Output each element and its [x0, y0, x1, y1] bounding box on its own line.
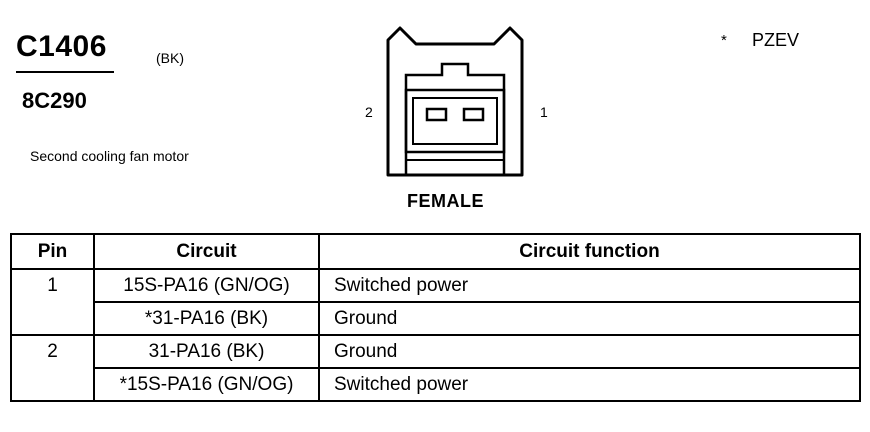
table-row: *31-PA16 (BK) Ground: [11, 301, 861, 336]
table-header-row: Pin Circuit Circuit function: [10, 233, 861, 270]
circuit-cell: *31-PA16 (BK): [93, 301, 320, 336]
circuit-cell: 15S-PA16 (GN/OG): [93, 268, 320, 303]
table-row: 2 31-PA16 (BK) Ground: [10, 334, 861, 402]
terminal-cavity-inner: [412, 97, 498, 145]
header-circuit-function: Circuit function: [318, 233, 861, 270]
connector-gender-label: FEMALE: [407, 191, 484, 211]
circuit-cell: *15S-PA16 (GN/OG): [93, 367, 320, 402]
pin-slot-1: [462, 107, 485, 122]
table-row: 1 15S-PA16 (GN/OG) Switched power: [10, 268, 861, 336]
terminal-cavity-block: [404, 88, 506, 154]
function-cell: Ground: [318, 301, 861, 336]
circuit-cell: 31-PA16 (BK): [93, 334, 320, 369]
pin-label-right: 1: [540, 104, 548, 120]
connector-color-code: (BK): [156, 50, 184, 66]
header-pin: Pin: [10, 233, 95, 270]
table-row: *15S-PA16 (GN/OG) Switched power: [11, 367, 861, 402]
pin-table: Pin Circuit Circuit function 1 15S-PA16 …: [10, 233, 861, 402]
component-description: Second cooling fan motor: [30, 148, 189, 164]
function-cell: Switched power: [318, 268, 861, 303]
function-cell: Ground: [318, 334, 861, 369]
note-symbol: *: [721, 32, 727, 49]
connector-face-diagram: [386, 26, 524, 177]
pin-cell: 1: [10, 268, 95, 336]
pin-cell: 2: [10, 334, 95, 402]
part-number: 8C290: [22, 88, 87, 113]
pin-label-left: 2: [365, 104, 373, 120]
note-text: PZEV: [752, 30, 800, 50]
connector-id-underline: [16, 71, 114, 73]
header-circuit: Circuit: [93, 233, 320, 270]
pin-slot-2: [425, 107, 448, 122]
function-cell: Switched power: [318, 367, 861, 402]
connector-inner-face: [404, 62, 506, 175]
connector-housing-outline: [386, 26, 524, 177]
connector-id: C1406: [16, 30, 107, 63]
